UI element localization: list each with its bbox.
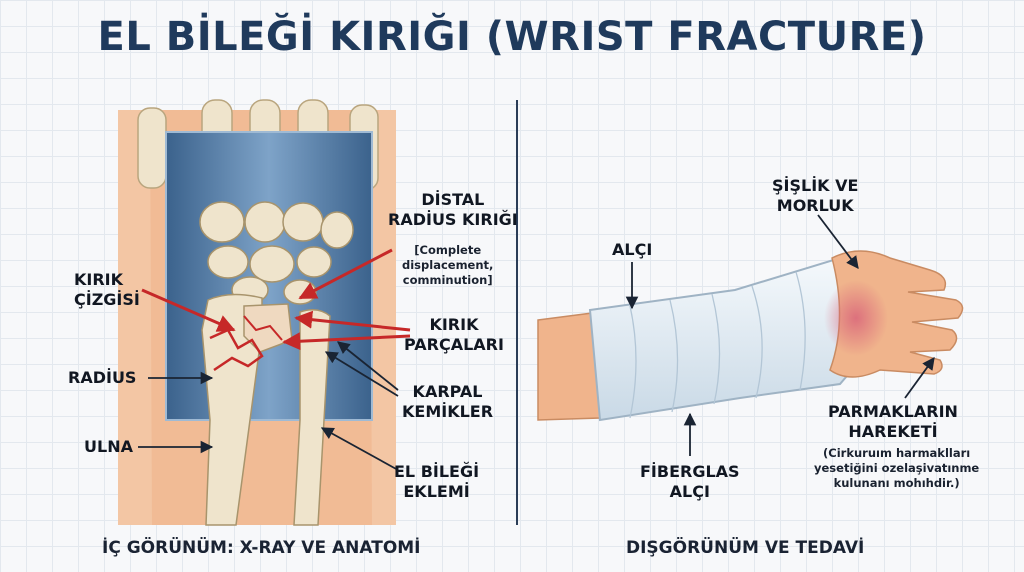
note-distal-radius: [Complete displacement, comminution] — [402, 243, 494, 287]
label-wrist-joint: EL BİLEĞİ EKLEMİ — [394, 462, 480, 501]
panel-divider — [516, 100, 518, 525]
label-fiberglass-cast: FİBERGLAS ALÇI — [640, 462, 740, 501]
label-swelling-bruising: ŞİŞLİK VE MORLUK — [772, 176, 859, 215]
label-finger-movement: PARMAKLARIN HAREKETİ — [828, 402, 958, 441]
label-radius: RADİUS — [68, 368, 137, 387]
label-fracture-fragments: KIRIK PARÇALARI — [404, 315, 504, 354]
label-distal-radius-fracture: DİSTAL RADİUS KIRIĞI — [388, 190, 518, 229]
page-title: EL BİLEĞİ KIRIĞI (WRIST FRACTURE) — [97, 14, 927, 60]
radius-bone — [201, 293, 293, 526]
left-label-pointers — [138, 341, 399, 471]
right-label-pointers — [625, 214, 935, 456]
label-fracture-line: KIRIK ÇİZGİSİ — [74, 270, 140, 309]
left-label-arrows — [141, 248, 411, 351]
bruise — [824, 280, 888, 356]
note-finger-movement: (Cirkuruım harmaklları yesetiğini ozelaş… — [814, 446, 980, 490]
label-carpal-bones: KARPAL KEMİKLER — [402, 382, 494, 421]
label-ulna: ULNA — [84, 437, 133, 456]
right-caption: DIŞGÖRÜNÜM VE TEDAVİ — [626, 538, 865, 558]
left-caption: İÇ GÖRÜNÜM: X-RAY VE ANATOMİ — [102, 538, 421, 558]
label-cast: ALÇI — [612, 240, 653, 259]
right-arm — [537, 250, 964, 422]
ulna-bone — [293, 309, 331, 526]
